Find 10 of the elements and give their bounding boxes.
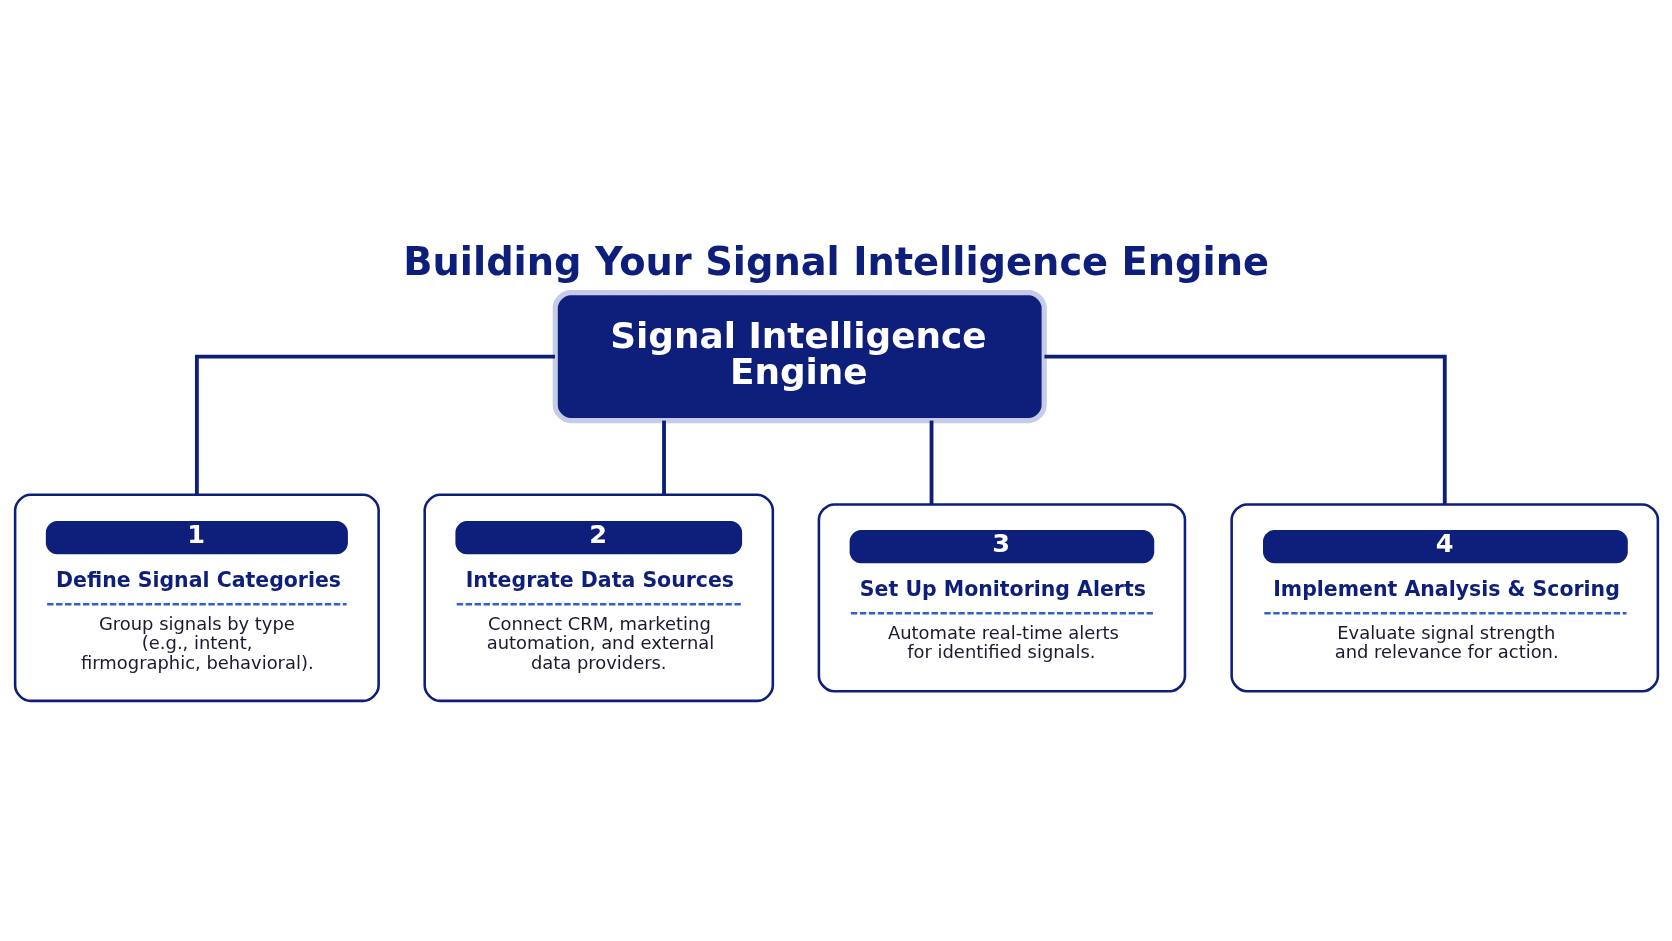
connector [194, 354, 555, 495]
connector [661, 420, 666, 495]
node-box: 2 Integrate Data Sources Connect CRM, marketing automation, and external data providers. [422, 493, 774, 703]
node-box: 1 Define Signal Categories Group signals by type (e.g., intent, firmographic, behavioral). [13, 493, 380, 703]
connector [929, 420, 933, 504]
node-box: Signal Intelligence Engine [552, 290, 1047, 424]
node-box: 3 Set Up Monitoring Alerts Automate real-time alerts for identified signals. [817, 503, 1186, 693]
connector [1044, 354, 1447, 505]
node-box: 4 Implement Analysis & Scoring Evaluate signal strength and relevance for action. [1229, 503, 1659, 693]
diagram-title: Building Your Signal Intelligence Engine [402, 238, 1269, 284]
